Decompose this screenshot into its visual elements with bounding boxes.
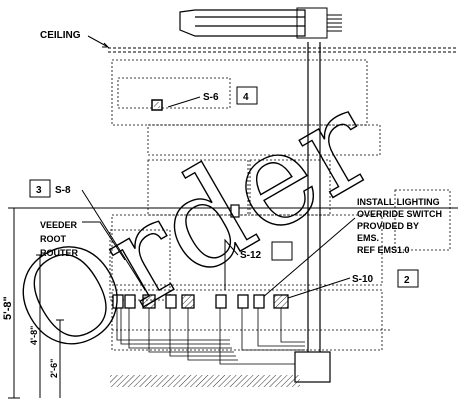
conduit-run (179, 9, 321, 360)
device-4 (165, 294, 177, 309)
install-note-line3: PROVIDED BY (357, 221, 419, 231)
veeder-label-line2: ROOT (40, 234, 67, 244)
dimension-small: 2'-6" (49, 359, 59, 378)
ceiling-label: CEILING (40, 30, 81, 41)
callout-s8-number: 3 (36, 185, 42, 196)
callout-s6-tag: S-6 (203, 92, 219, 103)
router-outline (109, 229, 171, 301)
callout-s10-number: 2 (404, 275, 410, 286)
install-note-line2: OVERRIDE SWITCH (357, 209, 442, 219)
ceiling-line (108, 47, 458, 53)
floor-hatch (110, 375, 300, 387)
install-note-line4: EMS. (357, 233, 379, 243)
s10-leader (287, 277, 351, 299)
ceiling-leader (87, 35, 110, 48)
install-note-line1: INSTALL LIGHTING (357, 197, 440, 207)
veeder-label-line1: VEEDER (40, 220, 78, 230)
device-8 (253, 294, 265, 309)
dimension-lines (8, 207, 64, 399)
veeder-label-line3: ROUTER (40, 248, 79, 258)
callout-s6-number: 4 (243, 92, 249, 103)
device-6 (215, 294, 227, 309)
device-2 (124, 294, 136, 309)
callout-s8-box (29, 179, 51, 198)
callout-s10-tag: S-10 (352, 274, 374, 285)
device-9 (273, 294, 289, 309)
device-row (112, 294, 289, 309)
dimension-main: 5'-8" (2, 296, 14, 320)
device-7 (237, 294, 249, 309)
s8-leader (81, 189, 146, 291)
watermark: Order (0, 67, 398, 389)
junction-box-top (296, 7, 342, 39)
device-top-small (230, 204, 240, 218)
conduit-drops (116, 308, 305, 365)
install-note-leader (261, 217, 356, 299)
dimension-inner: 4'-8" (29, 326, 39, 345)
s12-leader (224, 238, 239, 290)
install-note-line5: REF EMS1.0 (357, 245, 410, 255)
veeder-leader (82, 221, 126, 261)
junction-box-bottom (294, 351, 331, 383)
wall-cabinets (111, 59, 451, 351)
s6-leader (167, 96, 201, 108)
callout-s6-box (236, 86, 258, 105)
callout-s12-box (271, 241, 293, 261)
callout-s10-box (397, 269, 419, 288)
callout-s8-tag: S-8 (55, 185, 71, 196)
callout-s12-tag: S-12 (240, 250, 262, 261)
device-1 (112, 294, 124, 309)
